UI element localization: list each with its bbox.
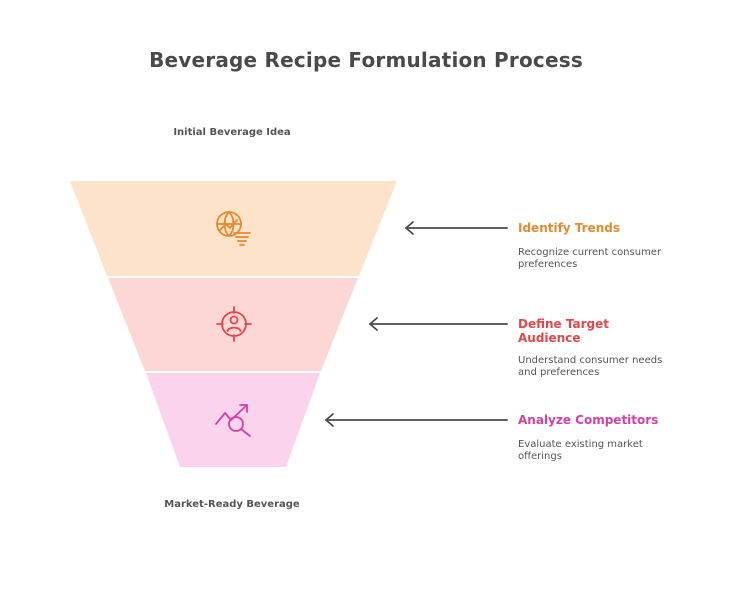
stage-1-title: Identify Trends — [518, 221, 621, 235]
funnel-stage-3 — [146, 373, 320, 467]
stage-3-description: Evaluate existing market offerings — [518, 439, 643, 462]
funnel-top-label: Initial Beverage Idea — [173, 127, 291, 138]
stage-1-description: Recognize current consumer preferences — [518, 247, 662, 270]
globe-trend-icon — [216, 211, 251, 246]
target-user-icon — [216, 306, 252, 342]
chart-magnifier-icon — [215, 404, 251, 437]
arrow-stage-2 — [369, 317, 508, 331]
arrow-stage-3 — [325, 413, 508, 427]
stage-2-title: Define Target Audience — [518, 317, 609, 345]
funnel-stage-2 — [108, 278, 358, 371]
arrow-stage-1 — [405, 221, 508, 235]
diagram-title: Beverage Recipe Formulation Process — [149, 48, 583, 72]
stage-3-title: Analyze Competitors — [518, 413, 659, 427]
funnel-bottom-label: Market-Ready Beverage — [164, 499, 300, 510]
stage-2-description: Understand consumer needs and preference… — [518, 355, 663, 378]
